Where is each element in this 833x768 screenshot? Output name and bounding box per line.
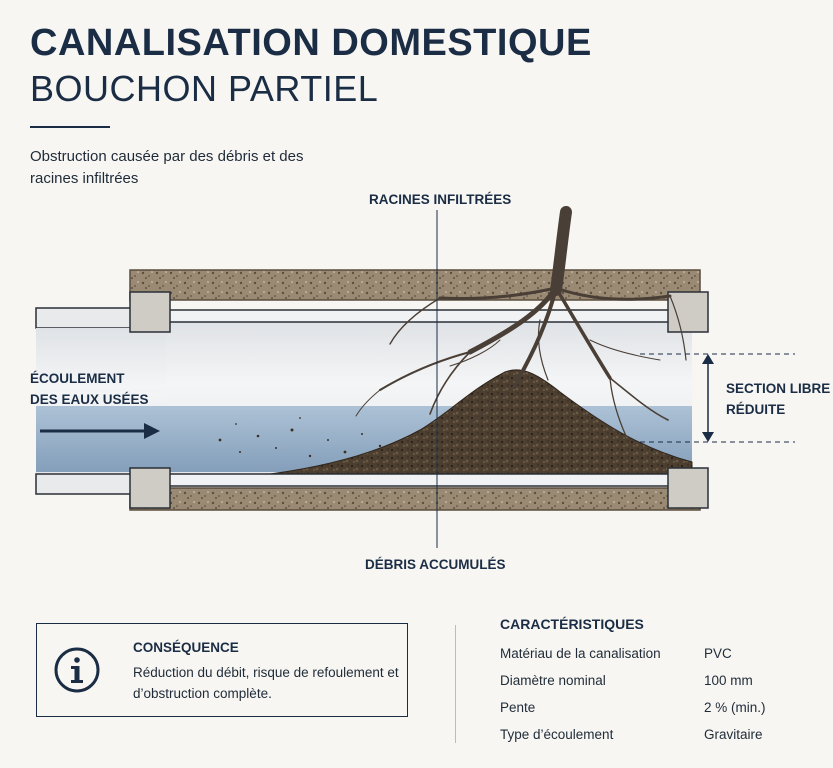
- consequence-title: CONSÉQUENCE: [133, 640, 239, 655]
- flow-arrow: [40, 423, 160, 439]
- title-line-2: BOUCHON PARTIEL: [30, 68, 379, 109]
- soil-bottom: [129, 487, 701, 511]
- label-section-line-1: SECTION LIBRE: [726, 381, 831, 396]
- spec-value: 2 % (min.): [704, 700, 766, 715]
- label-flow-line-1: ÉCOULEMENT: [30, 371, 125, 386]
- spec-value: PVC: [704, 646, 732, 661]
- pipe-bottom-wall: [165, 473, 693, 487]
- label-flow-line-2: DES EAUX USÉES: [30, 392, 149, 407]
- divider: [455, 625, 456, 743]
- section-arrow: [702, 354, 714, 442]
- label-section-line-2: RÉDUITE: [726, 402, 786, 417]
- soil-top: [129, 269, 701, 301]
- concrete-joints: [129, 291, 709, 509]
- title-rule: [30, 126, 110, 128]
- specs-title: CARACTÉRISTIQUES: [500, 616, 644, 632]
- spec-label: Diamètre nominal: [500, 673, 606, 688]
- debris-mound: [269, 369, 693, 475]
- pipe-diagram: [35, 206, 795, 548]
- title-line-1: CANALISATION DOMESTIQUE: [30, 22, 592, 64]
- label-roots: RACINES INFILTRÉES: [369, 192, 512, 207]
- pipe-top-wall: [165, 309, 693, 323]
- spec-label: Matériau de la canalisation: [500, 646, 661, 661]
- spec-label: Pente: [500, 700, 536, 715]
- spec-value: Gravitaire: [704, 727, 763, 742]
- consequence-box: CONSÉQUENCE Réduction du débit, risque d…: [36, 623, 408, 717]
- spec-label: Type d’écoulement: [500, 727, 614, 742]
- inlet-pipe-top-wall: [35, 307, 137, 329]
- consequence-text: Réduction du débit, risque de refoulemen…: [133, 665, 399, 701]
- debris-particles: [218, 417, 382, 458]
- spec-value: 100 mm: [704, 673, 753, 688]
- inlet-pipe-bottom-wall: [35, 473, 137, 495]
- info-icon: [54, 647, 100, 693]
- label-debris: DÉBRIS ACCUMULÉS: [365, 557, 506, 572]
- subtitle: Obstruction causée par des débris et des…: [30, 148, 304, 187]
